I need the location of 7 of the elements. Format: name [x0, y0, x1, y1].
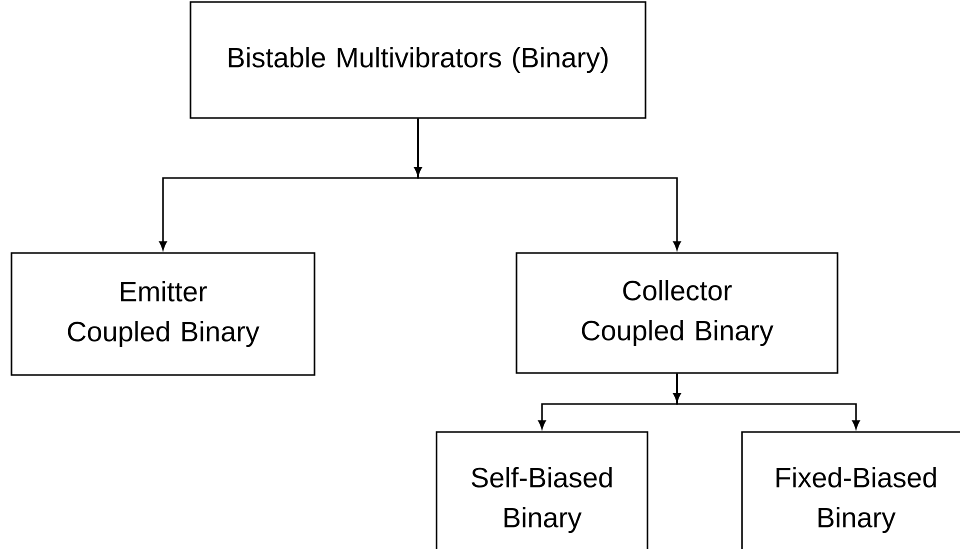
category-box: Bistable Multivibrators (Binary) — [190, 1, 646, 119]
category-box: Collector Coupled Binary — [516, 252, 838, 374]
category-box: Self-Biased Binary — [436, 431, 648, 549]
arrow — [417, 118, 681, 250]
category-box: Fixed-Biased Binary — [741, 431, 960, 549]
arrow — [676, 374, 860, 429]
category-box: Emitter Coupled Binary — [10, 252, 316, 376]
